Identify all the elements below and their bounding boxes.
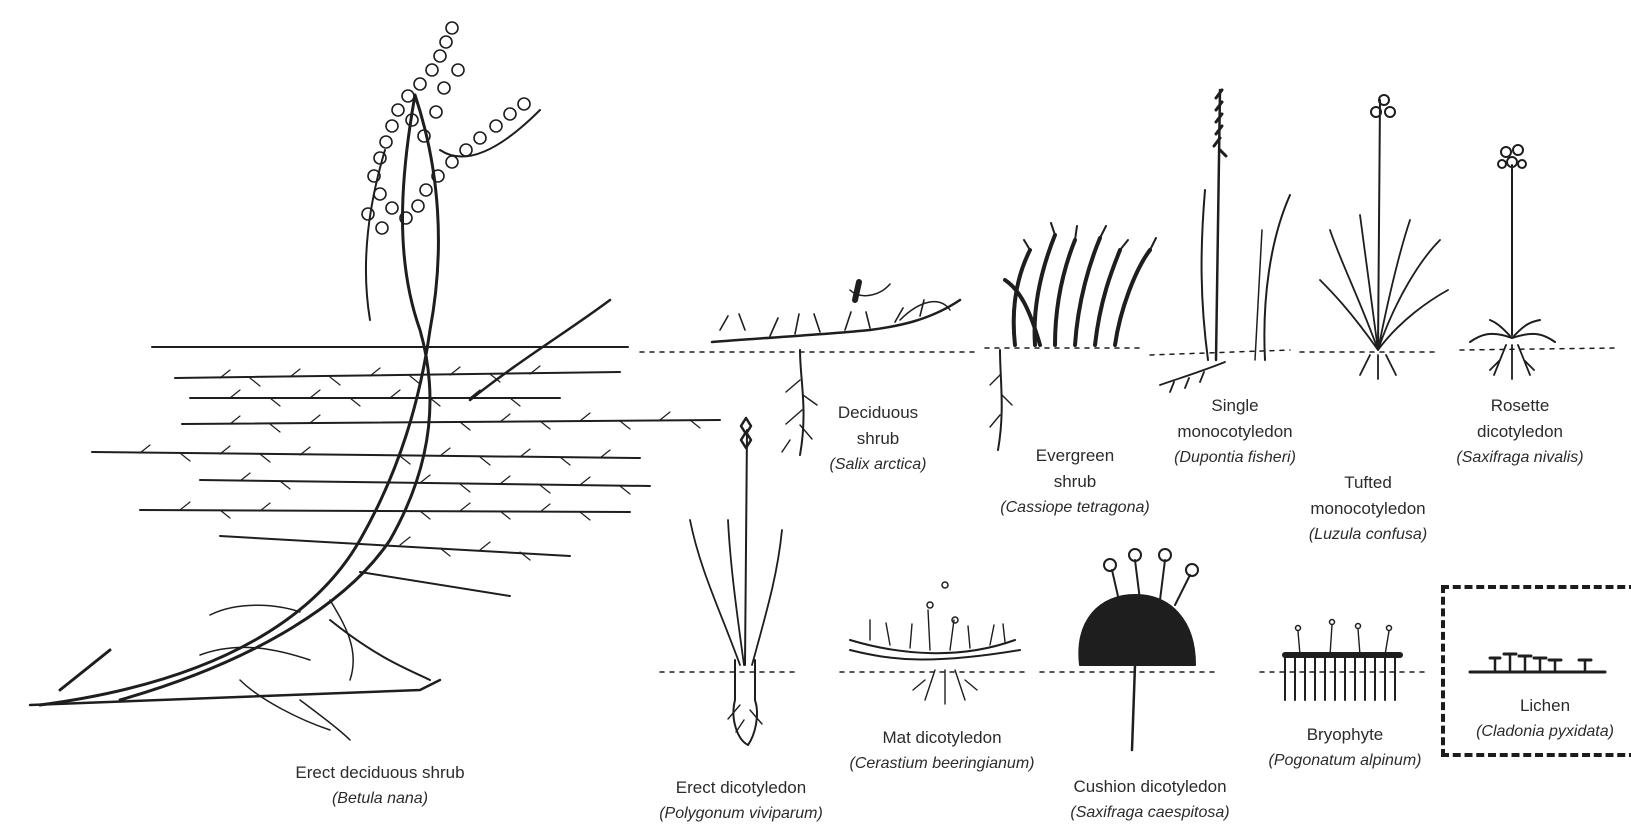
bryophyte-drawing (1260, 620, 1430, 701)
single-monocotyledon-drawing (1150, 90, 1290, 392)
erect-dicotyledon-drawing (660, 418, 800, 745)
label-mat-dicotyledon: Mat dicotyledon (Cerastium beeringianum) (850, 725, 1035, 777)
label-evergreen-shrub: Evergreen shrub (Cassiope tetragona) (1000, 443, 1149, 521)
label-tufted-monocotyledon: Tufted monocotyledon (Luzula confusa) (1309, 470, 1427, 548)
label-rosette-dicotyledon: Rosette dicotyledon (Saxifraga nivalis) (1456, 393, 1583, 471)
mat-dicotyledon-drawing (840, 582, 1030, 704)
label-bryophyte: Bryophyte (Pogonatum alpinum) (1269, 722, 1422, 774)
label-deciduous-shrub: Deciduous shrub (Salix arctica) (830, 400, 927, 478)
label-cushion-dicotyledon: Cushion dicotyledon (Saxifraga caespitos… (1070, 774, 1229, 826)
evergreen-shrub-drawing (985, 223, 1156, 450)
label-erect-deciduous-shrub: Erect deciduous shrub (Betula nana) (295, 760, 464, 812)
cushion-dicotyledon-drawing (1040, 549, 1215, 750)
tufted-monocotyledon-drawing (1300, 95, 1448, 379)
label-single-monocotyledon: Single monocotyledon (Dupontia fisheri) (1174, 393, 1296, 471)
label-erect-dicotyledon: Erect dicotyledon (Polygonum viviparum) (659, 775, 823, 827)
rosette-dicotyledon-drawing (1460, 145, 1615, 379)
erect-deciduous-shrub-drawing (30, 22, 720, 740)
lichen-highlight-box (1441, 585, 1631, 757)
